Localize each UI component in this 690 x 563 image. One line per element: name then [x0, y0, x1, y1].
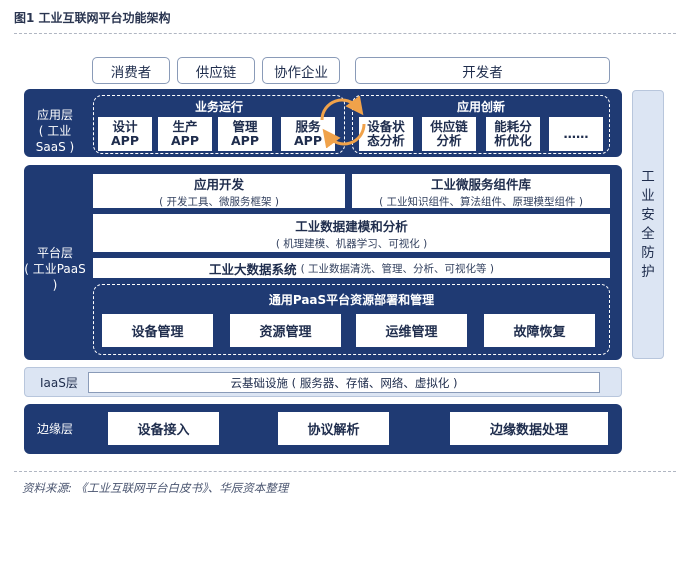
security-char-2: 业	[641, 187, 655, 204]
app-equipment-analysis-line2: 态分析	[367, 133, 405, 148]
resource-management-box: 资源管理	[230, 314, 341, 347]
app-service-line1: 服务	[295, 119, 321, 134]
device-management-box: 设备管理	[102, 314, 213, 347]
resource-management-group	[93, 284, 610, 355]
user-developers: 开发者	[355, 57, 610, 84]
device-access-box: 设备接入	[108, 412, 219, 445]
app-supply-analysis-line1: 供应链	[430, 119, 468, 134]
app-energy-optimization-line1: 能耗分	[494, 119, 532, 134]
app-management-line2: APP	[231, 133, 259, 148]
fault-recovery-box: 故障恢复	[484, 314, 595, 347]
app-production: 生产 APP	[158, 117, 212, 151]
saas-layer-title: 应用层	[36, 108, 73, 122]
data-modeling-sub: ( 机理建模、机器学习、可视化 )	[275, 237, 428, 250]
bottom-divider	[14, 471, 676, 472]
security-char-5: 防	[641, 244, 655, 261]
resource-management-title: 通用PaaS平台资源部署和管理	[268, 293, 435, 307]
app-supply-analysis: 供应链 分析	[422, 117, 476, 151]
iaas-layer-label: IaaS层	[40, 376, 78, 390]
user-partners: 协作企业	[262, 57, 340, 84]
user-supply-chain: 供应链	[177, 57, 255, 84]
app-design-line1: 设计	[112, 119, 138, 134]
paas-layer-subtitle: ( 工业PaaS )	[24, 262, 86, 292]
app-production-line2: APP	[171, 133, 199, 148]
figure-title: 图1 工业互联网平台功能架构	[14, 11, 171, 25]
app-design-line2: APP	[111, 133, 139, 148]
microservice-library-sub: ( 工业知识组件、算法组件、原理模型组件 )	[379, 195, 583, 208]
innov-group-title: 应用创新	[456, 100, 505, 114]
app-more-label: ……	[563, 126, 589, 141]
ops-group	[93, 95, 345, 154]
security-char-6: 护	[641, 263, 655, 280]
edge-data-processing-box: 边缘数据处理	[450, 412, 608, 445]
big-data-system-box: 工业大数据系统 ( 工业数据清洗、管理、分析、可视化等 )	[93, 258, 610, 278]
app-energy-optimization: 能耗分 析优化	[486, 117, 540, 151]
big-data-system-sub: ( 工业数据清洗、管理、分析、可视化等 )	[300, 262, 494, 275]
paas-layer-title: 平台层	[36, 246, 73, 260]
app-design: 设计 APP	[98, 117, 152, 151]
ops-management-box: 运维管理	[356, 314, 467, 347]
cloud-infrastructure-box: 云基础设施 ( 服务器、存储、网络、虚拟化 )	[88, 372, 600, 393]
ops-group-title: 业务运行	[194, 100, 243, 114]
protocol-parsing-box: 协议解析	[278, 412, 389, 445]
app-equipment-analysis: 设备状 态分析	[359, 117, 413, 151]
saas-layer-label: 应用层 ( 工业SaaS )	[24, 107, 86, 155]
security-char-4: 全	[641, 225, 655, 242]
app-management: 管理 APP	[218, 117, 272, 151]
source-note: 资料来源: 《工业互联网平台白皮书》、华辰资本整理	[22, 481, 289, 495]
saas-layer-subtitle: ( 工业SaaS )	[35, 124, 75, 154]
app-more: ……	[549, 117, 603, 151]
edge-layer-label: 边缘层	[36, 422, 73, 436]
security-char-1: 工	[641, 168, 655, 185]
microservice-library-box: 工业微服务组件库 ( 工业知识组件、算法组件、原理模型组件 )	[352, 174, 610, 208]
app-development-box: 应用开发 ( 开发工具、微服务框架 )	[93, 174, 345, 208]
innov-group	[352, 95, 610, 154]
security-protection-column: 工 业 安 全 防 护	[632, 90, 664, 359]
app-equipment-analysis-line1: 设备状	[367, 119, 405, 134]
data-modeling-box: 工业数据建模和分析 ( 机理建模、机器学习、可视化 )	[93, 214, 610, 252]
app-production-line1: 生产	[172, 119, 198, 134]
big-data-system-title: 工业大数据系统	[209, 261, 297, 277]
user-consumers: 消费者	[92, 57, 170, 84]
app-development-title: 应用开发	[193, 176, 244, 192]
app-development-sub: ( 开发工具、微服务框架 )	[159, 195, 279, 208]
top-divider	[14, 33, 676, 34]
app-service-line2: APP	[294, 133, 322, 148]
app-management-line1: 管理	[232, 119, 258, 134]
app-energy-optimization-line2: 析优化	[494, 133, 532, 148]
security-char-3: 安	[641, 206, 655, 223]
microservice-library-title: 工业微服务组件库	[430, 176, 531, 192]
cycle-arrow-icon	[320, 96, 366, 148]
data-modeling-title: 工业数据建模和分析	[295, 218, 408, 234]
paas-layer-label: 平台层 ( 工业PaaS )	[24, 245, 86, 293]
app-supply-analysis-line2: 分析	[436, 133, 462, 148]
